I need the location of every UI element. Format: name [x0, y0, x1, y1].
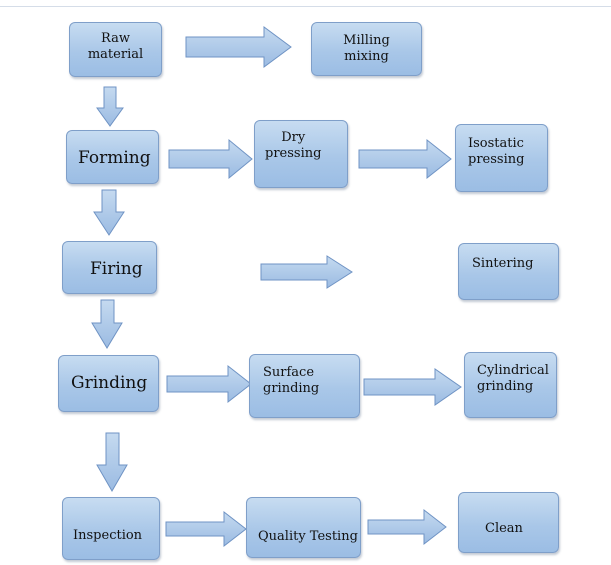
arrow-dry-to-isostatic [358, 138, 452, 180]
node-cylindrical-grinding: Cylindrical grinding [464, 352, 557, 418]
node-label: Quality Testing [258, 529, 358, 544]
node-grinding: Grinding [58, 355, 159, 412]
node-firing: Firing [62, 241, 157, 294]
node-label: Milling mixing [343, 33, 390, 65]
arrow-firing-to-sintering [260, 255, 353, 289]
arrow-surface-to-cylindrical [363, 368, 462, 406]
node-sintering: Sintering [458, 243, 559, 300]
node-surface-grinding: Surface grinding [249, 354, 360, 418]
node-label: Surface grinding [263, 365, 320, 397]
arrow-raw-to-milling [185, 26, 292, 68]
arrow-forming-to-dry [168, 138, 253, 180]
node-label: Raw material [87, 31, 144, 63]
arrow-grinding-to-surface [166, 364, 252, 404]
arrow-grinding-to-inspection [96, 432, 128, 493]
node-isostatic-pressing: Isostatic pressing [455, 124, 548, 192]
node-forming: Forming [66, 130, 159, 184]
arrow-raw-to-forming [96, 86, 124, 127]
node-label: Sintering [472, 256, 534, 271]
top-edge-line [0, 0, 611, 7]
node-label: Cylindrical grinding [477, 363, 549, 395]
node-label: Dry pressing [265, 130, 322, 162]
node-label: Forming [78, 148, 151, 168]
node-label: Inspection [73, 528, 143, 543]
node-label: Isostatic pressing [468, 136, 525, 168]
node-raw-material: Raw material [69, 22, 162, 77]
arrow-quality-to-clean [367, 508, 447, 546]
node-label: Clean [485, 521, 523, 536]
arrow-firing-to-grinding [91, 299, 123, 349]
node-clean: Clean [458, 492, 559, 553]
node-quality-testing: Quality Testing [246, 497, 361, 558]
arrow-inspection-to-quality [165, 510, 247, 548]
node-label: Grinding [71, 373, 148, 393]
arrow-forming-to-firing [93, 189, 125, 236]
node-inspection: Inspection [62, 497, 160, 560]
node-milling-mixing: Milling mixing [311, 22, 422, 76]
node-dry-pressing: Dry pressing [254, 120, 348, 188]
node-label: Firing [90, 259, 143, 279]
